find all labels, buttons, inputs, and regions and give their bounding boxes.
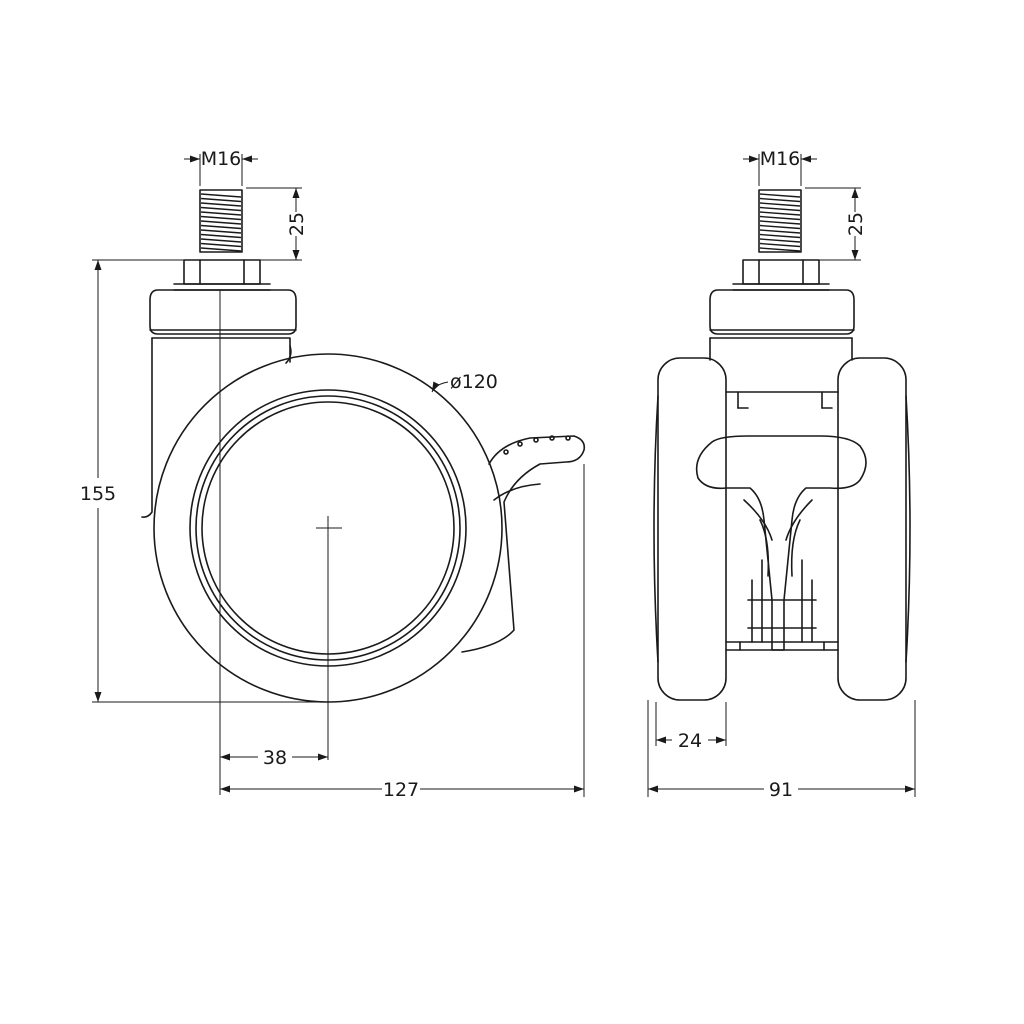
thread-line [200,202,242,207]
grip-rib [533,437,539,443]
thread-dia-label: M16 [201,148,242,170]
length-label: 127 [383,779,419,801]
thread-line [200,233,242,239]
thread-line [200,247,242,252]
dim-thread-diameter-front: M16 [743,148,817,186]
dim-thread-length-front: 25 [805,187,867,261]
grip-rib [503,449,509,455]
thread-line [759,247,801,252]
dim-height: 155 [80,259,328,703]
front-swivel-cap [709,289,855,361]
dim-length: 127 [220,464,585,801]
front-brake-pedal [695,435,867,651]
hex-nut [173,259,271,291]
thread-line [200,206,242,212]
thread-line [759,233,801,239]
thread-line [200,215,242,221]
height-label: 155 [80,483,116,505]
front-right-wheel [837,357,911,701]
thread-line [759,224,801,230]
thread-line [759,215,801,221]
threaded-stem [199,189,243,253]
thread-line [200,242,242,248]
thread-line [200,220,242,225]
wheel-width-label: 24 [678,730,702,752]
grip-rib [549,435,555,441]
thread-line [759,202,801,207]
front-threaded-stem [758,189,802,253]
thread-line [200,211,242,216]
front-view: M16 25 24 91 [647,148,916,801]
offset-label: 38 [263,747,287,769]
thread-line [759,242,801,248]
side-view: M16 25 155 ø120 38 [80,148,586,801]
brake-lever [461,435,586,653]
thread-line [759,206,801,212]
thread-line [200,197,242,203]
thread-line [200,193,242,198]
front-hex-nut [732,259,830,291]
thread-line [759,211,801,216]
thread-line [759,197,801,203]
thread-line [759,238,801,243]
dim-wheel-diameter: ø120 [431,371,498,393]
wheel-dia-label: ø120 [450,371,498,393]
dim-thread-diameter-side: M16 [184,148,258,186]
axle-housing [725,391,839,651]
fork-body [141,337,292,518]
dim-wheel-width: 24 [655,702,727,752]
total-width-label: 91 [769,779,793,801]
grip-rib [517,441,523,447]
dim-offset: 38 [220,747,328,769]
dim-total-width: 91 [647,700,916,801]
thread-line [759,220,801,225]
thread-line [759,193,801,198]
front-left-wheel [653,357,727,701]
front-thread-dia-label: M16 [760,148,801,170]
thread-line [200,229,242,234]
thread-length-label: 25 [286,212,308,236]
thread-line [759,229,801,234]
grip-rib [565,435,571,441]
front-thread-length-label: 25 [845,212,867,236]
thread-line [200,238,242,243]
swivel-cap [149,289,297,335]
thread-line [200,224,242,230]
dim-thread-length-side: 25 [246,187,308,261]
